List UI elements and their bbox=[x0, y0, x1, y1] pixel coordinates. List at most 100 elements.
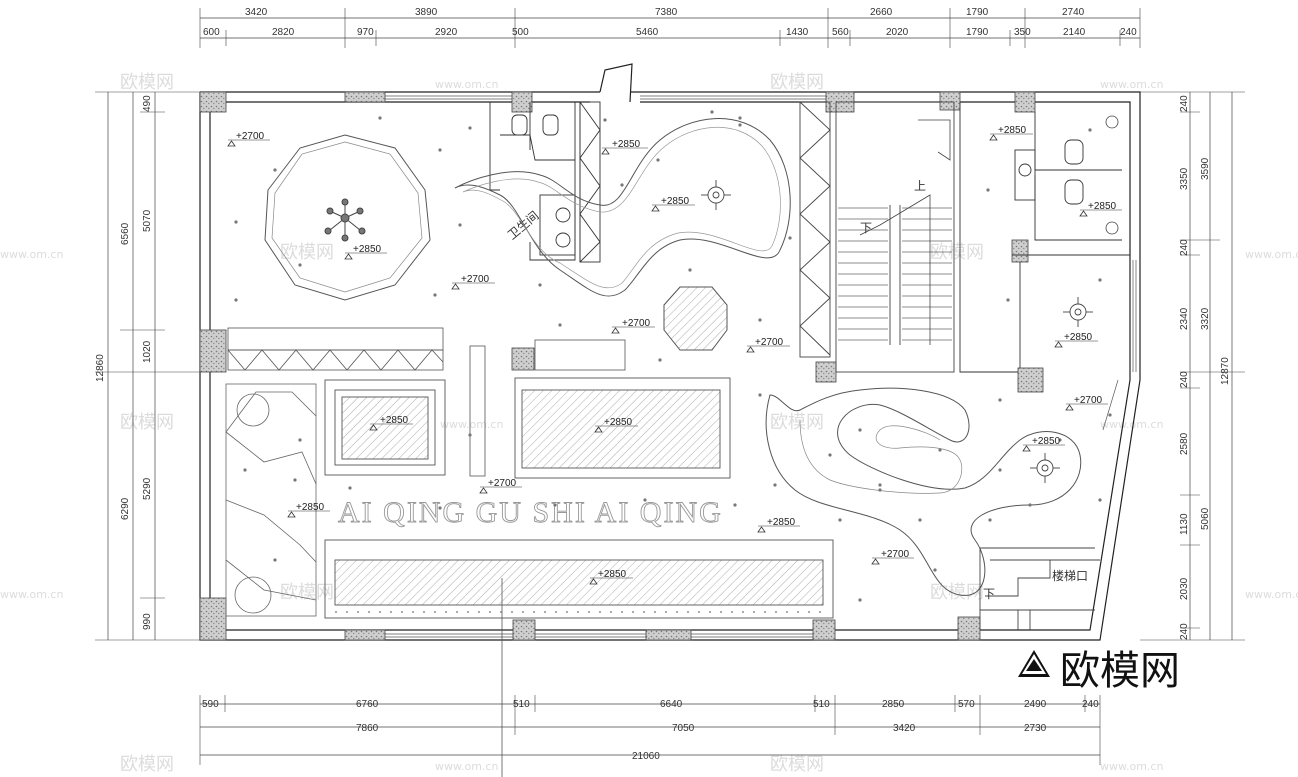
ceiling-level-markers: +2700 +2850 +2850 +2850 +2700 +2700 +270… bbox=[227, 125, 1122, 585]
svg-text:240: 240 bbox=[1082, 699, 1099, 710]
svg-text:3320: 3320 bbox=[1200, 307, 1211, 330]
svg-text:2490: 2490 bbox=[1024, 699, 1047, 710]
downlight-dot bbox=[298, 263, 302, 267]
level-marker: +2700 bbox=[227, 131, 270, 147]
svg-text:+2850: +2850 bbox=[767, 517, 796, 528]
downlight-dot bbox=[620, 183, 624, 187]
svg-text:1790: 1790 bbox=[966, 27, 989, 38]
svg-text:5070: 5070 bbox=[142, 209, 153, 232]
downlight-dot bbox=[348, 486, 352, 490]
downlight-dot bbox=[643, 498, 647, 502]
level-marker: +2850 bbox=[594, 417, 638, 433]
exterior-walls bbox=[199, 63, 1141, 641]
downlight-dot bbox=[758, 318, 762, 322]
windows bbox=[345, 95, 1137, 638]
dimension-text-top: 3420 3890 7380 2660 1790 2740 600 2820 9… bbox=[203, 7, 1137, 38]
level-marker: +2850 bbox=[369, 415, 413, 431]
organic-ceiling-feature bbox=[454, 118, 791, 297]
svg-text:2660: 2660 bbox=[870, 7, 893, 18]
dimension-text-right: 240 3350 240 2340 240 2580 1130 2030 240… bbox=[1179, 95, 1231, 640]
svg-text:2920: 2920 bbox=[435, 27, 458, 38]
downlight-dot bbox=[658, 358, 662, 362]
dimension-text-left: 490 5070 1020 5290 990 6560 6290 12860 bbox=[95, 95, 153, 630]
downlight-dot bbox=[878, 483, 882, 487]
downlight-dot bbox=[988, 518, 992, 522]
svg-text:2580: 2580 bbox=[1179, 432, 1190, 455]
svg-text:570: 570 bbox=[958, 699, 975, 710]
stair-down-label-2: 下 bbox=[983, 587, 995, 601]
svg-text:+2850: +2850 bbox=[380, 415, 409, 426]
octagon-ceiling-feature bbox=[663, 286, 728, 351]
svg-text:+2850: +2850 bbox=[296, 502, 325, 513]
downlight-dot bbox=[234, 298, 238, 302]
downlight-dot bbox=[738, 116, 742, 120]
svg-text:www.om.cn: www.om.cn bbox=[0, 248, 63, 261]
svg-text:3590: 3590 bbox=[1200, 157, 1211, 180]
svg-text:欧模网: 欧模网 bbox=[930, 242, 984, 263]
level-marker: +2850 bbox=[757, 517, 800, 533]
downlight-dot bbox=[558, 323, 562, 327]
downlight-dot bbox=[433, 293, 437, 297]
svg-text:2020: 2020 bbox=[886, 27, 909, 38]
lower-stairwell bbox=[979, 547, 1100, 630]
svg-text:欧模网: 欧模网 bbox=[280, 242, 334, 263]
svg-text:990: 990 bbox=[142, 613, 153, 630]
downlight-dot bbox=[838, 518, 842, 522]
downlight-dot bbox=[378, 116, 382, 120]
svg-text:www.om.cn: www.om.cn bbox=[435, 760, 498, 773]
ceiling-fan-icon bbox=[1063, 297, 1093, 327]
svg-text:970: 970 bbox=[357, 27, 374, 38]
downlight-dot bbox=[1108, 413, 1112, 417]
organic-ceiling-feature-2 bbox=[765, 387, 1082, 596]
level-marker: +2850 bbox=[1022, 436, 1065, 452]
floor-inscription: AI QING GU SHI AI QING bbox=[338, 496, 723, 529]
svg-text:240: 240 bbox=[1179, 239, 1190, 256]
svg-text:2740: 2740 bbox=[1062, 7, 1085, 18]
svg-text:240: 240 bbox=[1179, 623, 1190, 640]
svg-text:+2850: +2850 bbox=[1032, 436, 1061, 447]
downlight-dot bbox=[234, 220, 238, 224]
svg-text:www.om.cn: www.om.cn bbox=[1245, 588, 1298, 601]
svg-text:欧模网: 欧模网 bbox=[120, 412, 174, 433]
svg-text:510: 510 bbox=[813, 699, 830, 710]
downlight-dot bbox=[298, 438, 302, 442]
svg-text:欧模网: 欧模网 bbox=[1060, 648, 1180, 694]
stair-treads bbox=[838, 207, 952, 341]
downlight-dot bbox=[828, 453, 832, 457]
downlight-dot bbox=[1098, 278, 1102, 282]
svg-text:5060: 5060 bbox=[1200, 507, 1211, 530]
svg-text:500: 500 bbox=[512, 27, 529, 38]
stairwell-label: 楼梯口 bbox=[1052, 568, 1088, 583]
svg-text:1430: 1430 bbox=[786, 27, 809, 38]
svg-text:2850: 2850 bbox=[882, 699, 905, 710]
svg-text:欧模网: 欧模网 bbox=[280, 582, 334, 603]
svg-text:3890: 3890 bbox=[415, 7, 438, 18]
svg-text:+2700: +2700 bbox=[622, 318, 651, 329]
svg-text:www.om.cn: www.om.cn bbox=[0, 588, 63, 601]
right-rooms bbox=[959, 102, 1130, 373]
svg-text:3420: 3420 bbox=[245, 7, 268, 18]
svg-text:+2700: +2700 bbox=[236, 131, 265, 142]
svg-text:+2850: +2850 bbox=[661, 196, 690, 207]
level-marker: +2700 bbox=[871, 549, 914, 565]
svg-text:1130: 1130 bbox=[1179, 513, 1190, 535]
svg-text:+2850: +2850 bbox=[612, 139, 641, 150]
svg-text:www.om.cn: www.om.cn bbox=[1100, 78, 1163, 91]
svg-text:12860: 12860 bbox=[95, 354, 106, 382]
svg-text:+2700: +2700 bbox=[461, 274, 490, 285]
svg-text:21060: 21060 bbox=[632, 751, 660, 762]
svg-text:7860: 7860 bbox=[356, 723, 379, 734]
level-marker: +2850 bbox=[1079, 201, 1122, 217]
svg-text:www.om.cn: www.om.cn bbox=[1100, 418, 1163, 431]
decorative-beam bbox=[227, 327, 626, 477]
downlight-dot bbox=[1098, 498, 1102, 502]
svg-text:1790: 1790 bbox=[966, 7, 989, 18]
svg-text:350: 350 bbox=[1014, 27, 1031, 38]
downlight-dot bbox=[468, 433, 472, 437]
downlight-dot bbox=[1028, 503, 1032, 507]
svg-text:欧模网: 欧模网 bbox=[770, 72, 824, 93]
svg-text:240: 240 bbox=[1179, 95, 1190, 112]
svg-text:6640: 6640 bbox=[660, 699, 683, 710]
downlight-dot bbox=[1006, 298, 1010, 302]
